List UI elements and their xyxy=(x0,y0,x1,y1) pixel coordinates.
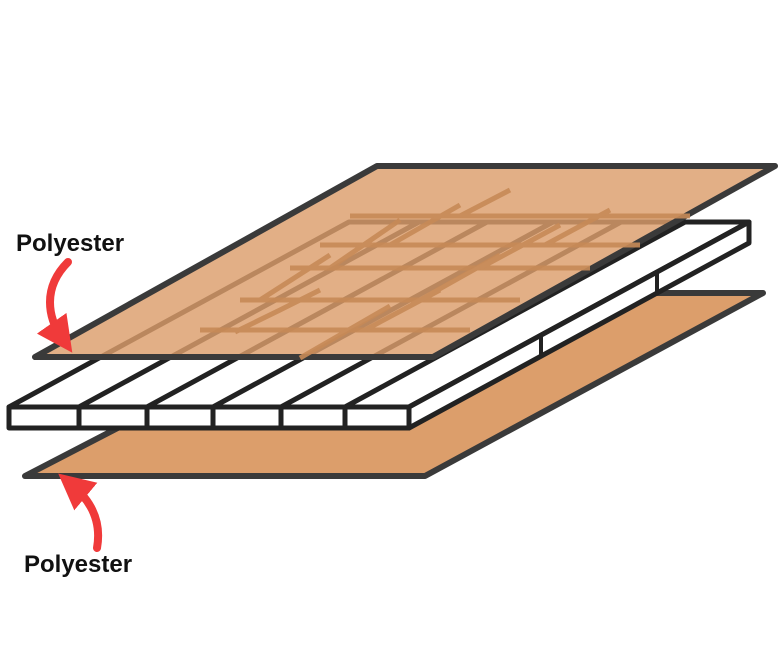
bottom-polyester-label: Polyester xyxy=(24,551,132,579)
top-polyester-label: Polyester xyxy=(16,230,124,258)
curved-arrow-down-icon xyxy=(50,262,68,338)
core-front-face xyxy=(9,407,409,428)
curved-arrow-up-icon xyxy=(72,485,98,548)
